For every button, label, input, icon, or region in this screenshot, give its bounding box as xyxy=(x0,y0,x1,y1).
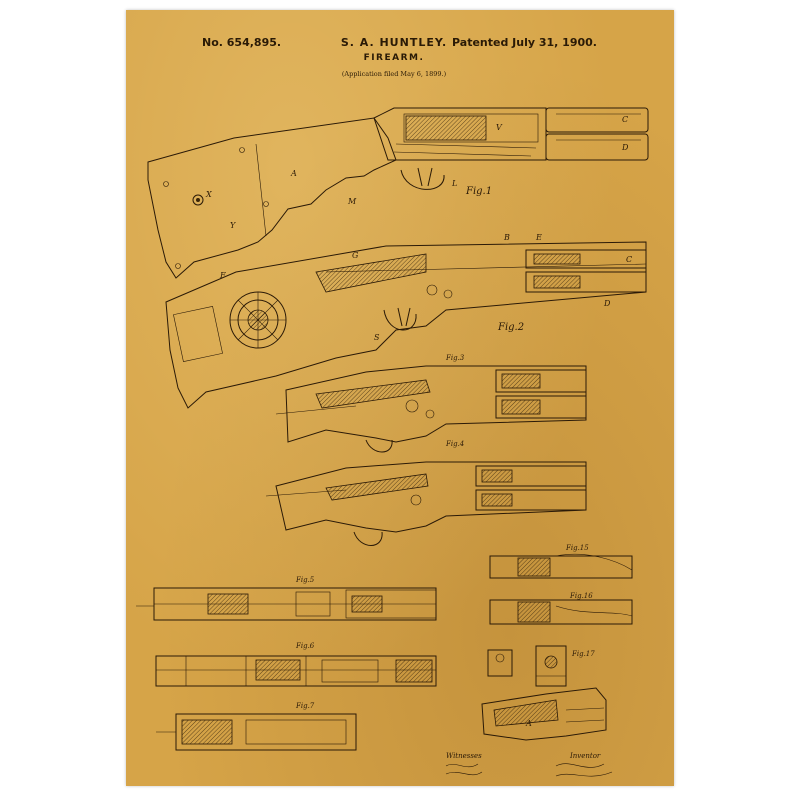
figure-1-drawing: C D V X Y A M L Fig.1 xyxy=(147,107,649,279)
figure-5-drawing: Fig.5 xyxy=(136,576,437,621)
witnesses-label: Witnesses xyxy=(446,752,482,760)
figure-5-label: Fig.5 xyxy=(295,576,315,584)
label-s: S xyxy=(374,333,380,342)
figure-4-drawing: Fig.4 xyxy=(265,440,587,546)
figure-2-label: Fig.2 xyxy=(497,322,524,333)
figure-4-label: Fig.4 xyxy=(445,440,464,448)
label-d: D xyxy=(621,143,629,152)
label-l: L xyxy=(451,179,457,188)
figure-2-drawing: C D E G F S B Fig.2 xyxy=(165,233,647,409)
label-y: Y xyxy=(230,221,236,230)
label-c: C xyxy=(622,115,628,124)
figure-17-label: Fig.17 xyxy=(571,650,595,658)
label-a-2: A xyxy=(525,719,532,728)
stock-detail-drawing: A xyxy=(481,687,607,741)
figure-6-label: Fig.6 xyxy=(295,642,315,650)
application-date: (Application filed May 6, 1899.) xyxy=(341,70,447,78)
label-m: M xyxy=(347,197,357,206)
patent-title: FIREARM. xyxy=(363,53,425,63)
label-d-2: D xyxy=(603,299,611,308)
label-g: G xyxy=(352,251,359,260)
inventor-label: Inventor xyxy=(569,752,601,760)
figure-15-label: Fig.15 xyxy=(565,544,589,552)
figure-15-drawing: Fig.15 xyxy=(489,544,633,579)
patented-date: Patented July 31, 1900. xyxy=(452,36,597,49)
figure-16-label: Fig.16 xyxy=(569,592,593,600)
label-x: X xyxy=(205,190,212,199)
figure-3-drawing: Fig.3 xyxy=(275,354,587,453)
label-e: E xyxy=(535,233,542,242)
figure-6-drawing: Fig.6 xyxy=(155,642,437,687)
figure-16-drawing: Fig.16 xyxy=(489,592,633,625)
label-a: A xyxy=(290,169,297,178)
inventor-signature xyxy=(555,763,613,777)
inventor-name: S. A. HUNTLEY. xyxy=(340,36,448,49)
label-v: V xyxy=(496,123,503,132)
figure-1-label: Fig.1 xyxy=(465,186,492,197)
figure-7-label: Fig.7 xyxy=(295,702,315,710)
patent-poster: No. 654,895. S. A. HUNTLEY. Patented Jul… xyxy=(126,10,674,786)
figure-3-label: Fig.3 xyxy=(445,354,465,362)
patent-drawings: C D V X Y A M L Fig.1 xyxy=(136,107,649,777)
figure-17-drawing: Fig.17 xyxy=(487,645,595,687)
label-f: F xyxy=(219,271,226,280)
figure-7-drawing: Fig.7 xyxy=(156,702,357,751)
witness-signatures xyxy=(445,763,483,776)
label-c-2: C xyxy=(626,255,632,264)
label-b: B xyxy=(503,233,510,242)
patent-number: No. 654,895. xyxy=(202,36,282,49)
